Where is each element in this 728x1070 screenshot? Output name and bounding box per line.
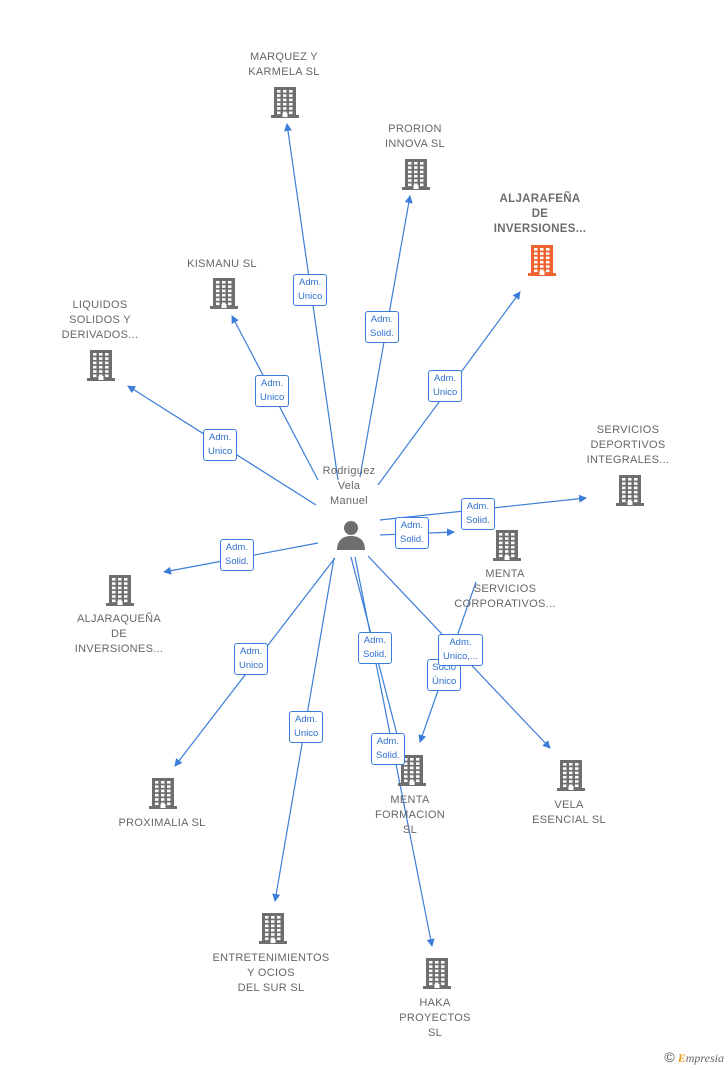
person-name: Rodriguez Vela Manuel	[322, 465, 376, 507]
edge-label-proximalia[interactable]: Adm. Unico	[234, 643, 269, 675]
company-label-kismanu[interactable]: KISMANU SL	[187, 258, 257, 270]
edge-label-aljarafena[interactable]: Adm. Unico	[428, 370, 463, 402]
edge-label-menta_serv[interactable]: Adm. Solid.	[395, 517, 429, 549]
building-icon[interactable]	[528, 244, 556, 281]
building-icon[interactable]	[210, 277, 238, 314]
company-label-servicios[interactable]: SERVICIOS DEPORTIVOS INTEGRALES...	[586, 424, 670, 466]
building-icon[interactable]	[557, 759, 585, 796]
brand-logo: © Empresia	[664, 1049, 724, 1066]
company-label-aljarafena[interactable]: ALJARAFEÑA DE INVERSIONES...	[493, 193, 587, 235]
company-label-prorion[interactable]: PRORION INNOVA SL	[385, 123, 445, 150]
building-icon[interactable]	[493, 529, 521, 566]
building-icon[interactable]	[423, 957, 451, 994]
brand-name: mpresia	[685, 1051, 724, 1065]
edge-label-entretenimientos[interactable]: Adm. Unico	[289, 711, 324, 743]
edge-label-prorion[interactable]: Adm. Solid.	[365, 311, 399, 343]
copyright-symbol: ©	[664, 1049, 675, 1065]
edge-label-liquidos[interactable]: Adm. Unico	[203, 429, 238, 461]
company-label-marquez[interactable]: MARQUEZ Y KARMELA SL	[248, 51, 320, 78]
building-icon[interactable]	[398, 754, 426, 791]
edge-label-servicios[interactable]: Adm. Solid.	[461, 498, 495, 530]
building-icon[interactable]	[87, 349, 115, 386]
company-label-vela[interactable]: VELA ESENCIAL SL	[532, 799, 606, 826]
edge-label-vela[interactable]: Adm. Unico,...	[438, 634, 483, 666]
company-label-proximalia[interactable]: PROXIMALIA SL	[118, 817, 206, 829]
company-label-haka[interactable]: HAKA PROYECTOS SL	[399, 997, 471, 1039]
company-label-liquidos[interactable]: LIQUIDOS SOLIDOS Y DERIVADOS...	[61, 299, 139, 341]
edge-label-kismanu[interactable]: Adm. Unico	[255, 375, 290, 407]
company-label-aljaraquena[interactable]: ALJARAQUEÑA DE INVERSIONES...	[74, 613, 164, 655]
building-icon[interactable]	[616, 474, 644, 511]
company-label-menta_serv[interactable]: MENTA SERVICIOS CORPORATIVOS...	[454, 568, 556, 610]
building-icon[interactable]	[402, 158, 430, 195]
company-label-menta_form[interactable]: MENTA FORMACION SL	[375, 794, 445, 836]
building-icon[interactable]	[106, 574, 134, 611]
edge-label-menta_form[interactable]: Adm. Solid.	[358, 632, 392, 664]
company-label-entretenimientos[interactable]: ENTRETENIMIENTOS Y OCIOS DEL SUR SL	[212, 952, 330, 994]
person-icon	[337, 521, 365, 550]
person-node[interactable]	[336, 519, 366, 556]
building-icon[interactable]	[259, 912, 287, 949]
brand-initial: E	[677, 1051, 686, 1065]
building-icon[interactable]	[271, 86, 299, 123]
building-icon[interactable]	[149, 777, 177, 814]
edge-label-aljaraquena[interactable]: Adm. Solid.	[220, 539, 254, 571]
edge-label-haka[interactable]: Adm. Solid.	[371, 733, 405, 765]
edge-label-marquez[interactable]: Adm. Unico	[293, 274, 328, 306]
